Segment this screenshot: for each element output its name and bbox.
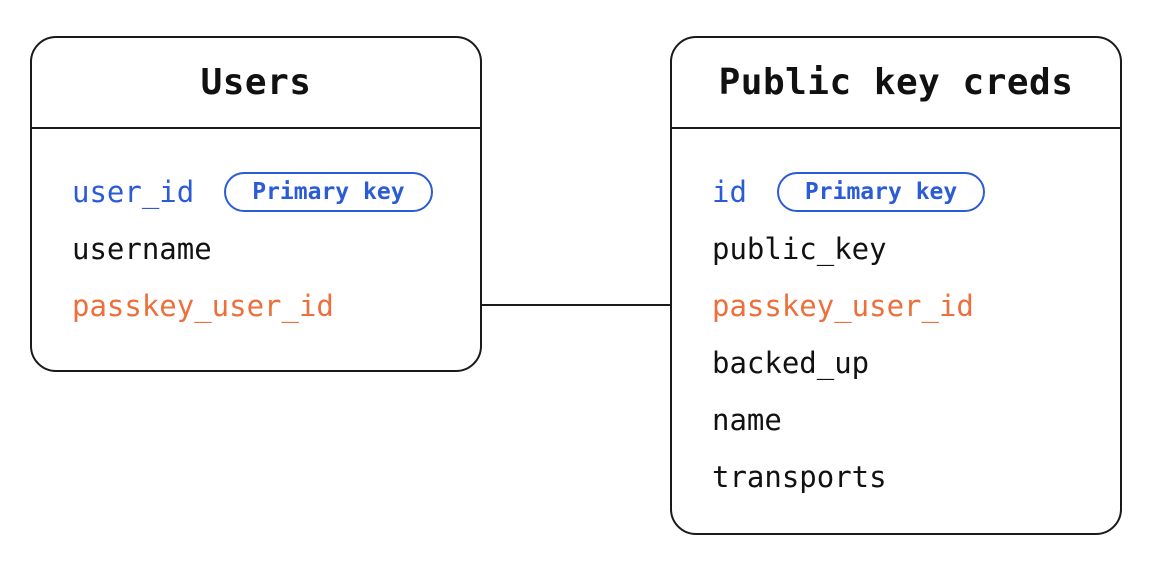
table-fields-users: user_id Primary key username passkey_use… <box>32 129 480 334</box>
table-title-public-key-creds: Public key creds <box>718 62 1074 103</box>
table-header-public-key-creds: Public key creds <box>672 38 1120 129</box>
table-field-row: transports <box>712 448 1106 505</box>
table-field-row: passkey_user_id <box>712 277 1106 334</box>
table-header-users: Users <box>32 38 480 129</box>
primary-key-badge: Primary key <box>224 171 433 212</box>
field-name-label: backed_up <box>712 345 870 380</box>
field-name-label: passkey_user_id <box>712 288 974 323</box>
table-field-row: user_id Primary key <box>72 163 466 220</box>
table-field-row: id Primary key <box>712 163 1106 220</box>
table-node-public-key-creds: Public key creds id Primary key public_k… <box>670 36 1122 535</box>
field-name-label: transports <box>712 459 887 494</box>
field-name-label: passkey_user_id <box>72 288 334 323</box>
field-name-label: user_id <box>72 174 195 209</box>
primary-key-badge-label: Primary key <box>804 178 958 205</box>
table-node-users: Users user_id Primary key username passk… <box>30 36 482 372</box>
primary-key-badge-label: Primary key <box>252 178 405 205</box>
table-field-row: passkey_user_id <box>72 277 466 334</box>
table-field-row: name <box>712 391 1106 448</box>
field-name-label: id <box>712 174 747 209</box>
table-field-row: username <box>72 220 466 277</box>
table-title-users: Users <box>200 62 312 103</box>
field-name-label: public_key <box>712 231 887 266</box>
relationship-line <box>482 304 670 306</box>
field-name-label: name <box>712 402 782 437</box>
table-field-row: public_key <box>712 220 1106 277</box>
field-name-label: username <box>72 231 212 266</box>
primary-key-badge: Primary key <box>776 171 986 212</box>
table-fields-public-key-creds: id Primary key public_key passkey_user_i… <box>672 129 1120 505</box>
table-field-row: backed_up <box>712 334 1106 391</box>
